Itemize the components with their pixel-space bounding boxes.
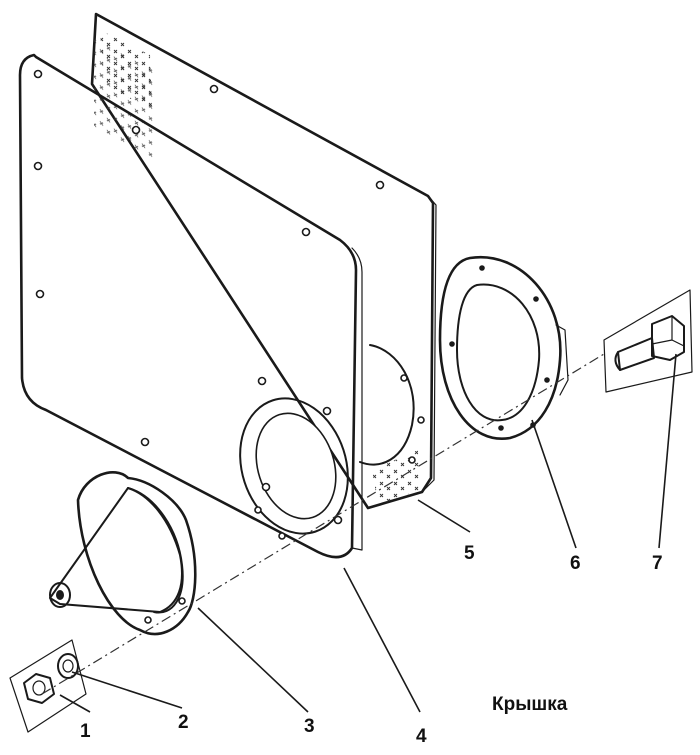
nut-icon [23,673,55,704]
diagram-title: Крышка [492,694,568,715]
callout-4: 4 [416,726,427,747]
callout-3: 3 [304,716,315,737]
center-axis [41,353,605,695]
cover-plate [18,53,363,559]
callout-5: 5 [464,543,475,564]
washer-icon [57,653,79,679]
callout-2: 2 [178,712,189,733]
leader-lines [59,353,677,713]
callout-7: 7 [652,553,663,574]
nut-washer-group [9,639,87,733]
clamp-ring [438,255,569,441]
gasket-plate [90,12,437,510]
bolt-group [603,289,693,393]
callout-1: 1 [80,721,91,742]
conical-cap [49,471,197,636]
callout-6: 6 [570,553,581,574]
bolt-icon [614,315,685,371]
